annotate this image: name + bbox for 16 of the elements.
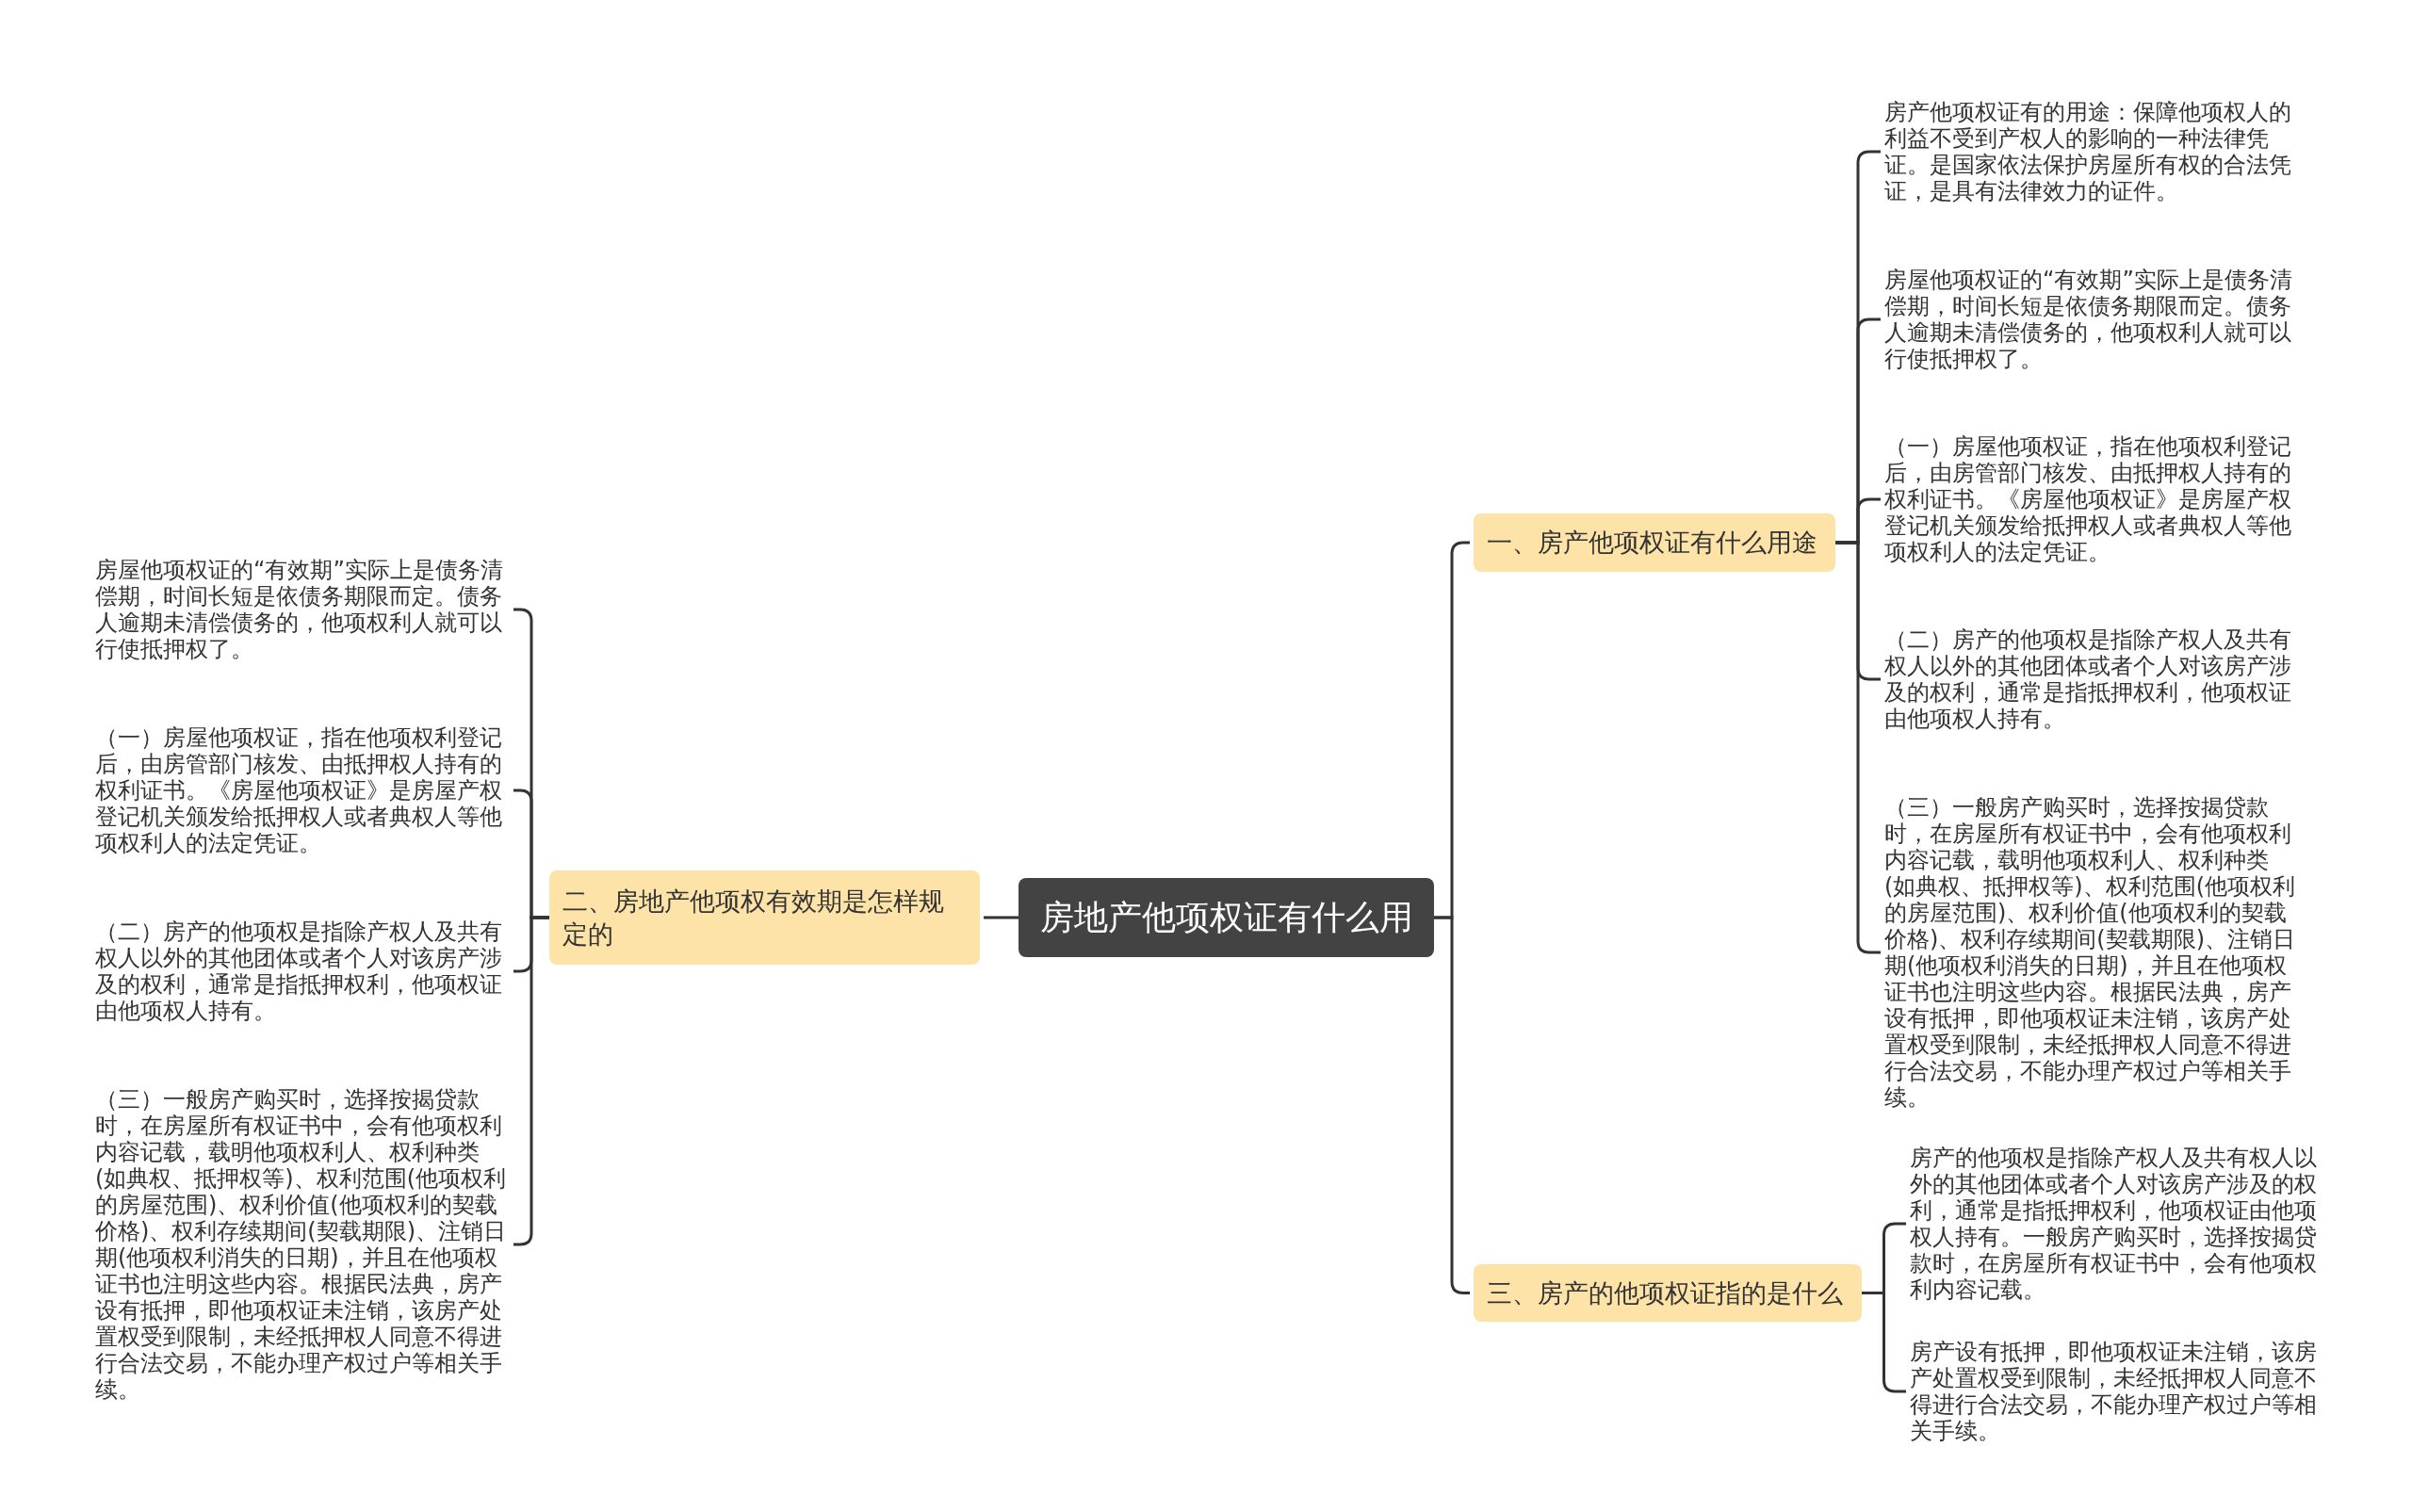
connector-line (984, 916, 1019, 919)
note-text: （三）一般房产购买时，选择按揭贷款时，在房屋所有权证书中，会有他项权利内容记载，载明他项权利人、权利种类(如典权、抵押权等)、权利范围(他项权利的房屋范围)、权利价值(他项权利的契载价格)、权利存续期间(契载期限)、注销日期(他项权利消失的日期)，并且在他项权证书也注明这些内容。根据民法典，房产设有抵押，即他项权证未注销，该房产处置权受到限制，未经抵押权人同意不得进行合法交易，不能办理产权过户等相关手续。 (1884, 794, 2299, 1111)
topic-box: 一、房产他项权证有什么用途 (1474, 513, 1835, 572)
note-text: 房产的他项权是指除产权人及共有权人以外的其他团体或者个人对该房产涉及的权利，通常是指抵押权利，他项权证由他项权人持有。一般房产购买时，选择按揭贷款时，在房屋所有权证书中，会有他项权利内容记载。 (1910, 1145, 2324, 1303)
note-text: （一）房屋他项权证，指在他项权利登记后，由房管部门核发、由抵押权人持有的权利证书。《房屋他项权证》是房屋产权登记机关颁发给抵押权人或者典权人等他项权利人的法定凭证。 (95, 724, 510, 856)
note-text: （三）一般房产购买时，选择按揭贷款时，在房屋所有权证书中，会有他项权利内容记载，载明他项权利人、权利种类(如典权、抵押权等)、权利范围(他项权利的房屋范围)、权利价值(他项权利的契载价格)、权利存续期间(契载期限)、注销日期(他项权利消失的日期)，并且在他项权证书也注明这些内容。根据民法典，房产设有抵押，即他项权证未注销，该房产处置权受到限制，未经抵押权人同意不得进行合法交易，不能办理产权过户等相关手续。 (95, 1086, 510, 1403)
topic-box: 三、房产的他项权证指的是什么 (1474, 1264, 1862, 1322)
note-text: 房产他项权证有的用途：保障他项权人的利益不受到产权人的影响的一种法律凭证。是国家依法保护房屋所有权的合法凭证，是具有法律效力的证件。 (1884, 99, 2299, 204)
topic-box: 二、房地产他项权有效期是怎样规定的 (549, 870, 980, 965)
note-text: 房产设有抵押，即他项权证未注销，该房产处置权受到限制，未经抵押权人同意不得进行合法交易，不能办理产权过户等相关手续。 (1910, 1339, 2324, 1444)
note-text: （一）房屋他项权证，指在他项权利登记后，由房管部门核发、由抵押权人持有的权利证书。《房屋他项权证》是房屋产权登记机关颁发给抵押权人或者典权人等他项权利人的法定凭证。 (1884, 433, 2299, 565)
central-topic-box: 房地产他项权证有什么用 (1019, 878, 1434, 957)
note-text: 房屋他项权证的“有效期”实际上是债务清偿期，时间长短是依债务期限而定。债务人逾期未清偿债务的，他项权利人就可以行使抵押权了。 (95, 557, 510, 662)
note-text: （二）房产的他项权是指除产权人及共有权人以外的其他团体或者个人对该房产涉及的权利，通常是指抵押权利，他项权证由他项权人持有。 (95, 919, 510, 1024)
note-text: （二）房产的他项权是指除产权人及共有权人以外的其他团体或者个人对该房产涉及的权利，通常是指抵押权利，他项权证由他项权人持有。 (1884, 626, 2299, 732)
note-text: 房屋他项权证的“有效期”实际上是债务清偿期，时间长短是依债务期限而定。债务人逾期未清偿债务的，他项权利人就可以行使抵押权了。 (1884, 267, 2299, 372)
